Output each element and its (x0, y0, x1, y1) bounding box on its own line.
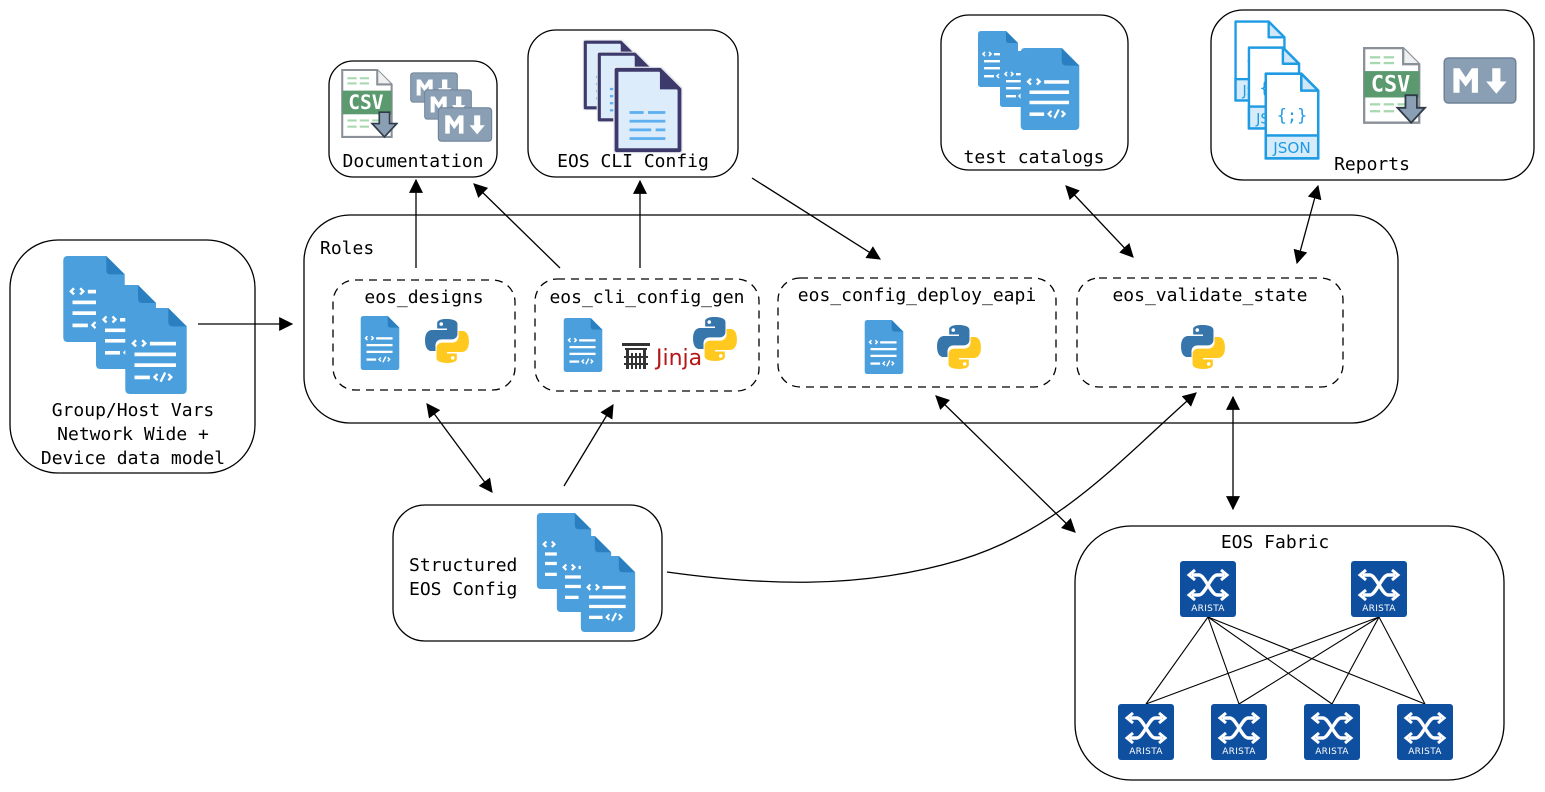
fabric-link-spine2-leaf1 (1145, 616, 1380, 705)
eos-cli-config-node[interactable]: EOS CLI Config (527, 29, 739, 178)
role-eos-designs[interactable]: eos_designs (332, 279, 516, 391)
group-host-vars-line-2: Network Wide + (57, 424, 209, 445)
roles-container: Roles (303, 214, 1399, 424)
role-eos-cli-config-gen[interactable]: eos_cli_config_gen Jinja (534, 278, 760, 392)
fabric-link-spine1-leaf1 (1145, 616, 1209, 705)
code-file-icon (123, 308, 189, 394)
eos-fabric-label: EOS Fabric (1221, 532, 1329, 553)
role-label: eos_cli_config_gen (549, 287, 744, 308)
structured-config-line-2: EOS Config (409, 579, 517, 600)
arista-switch-icon-leaf-4[interactable] (1397, 704, 1453, 760)
structured-config-node[interactable]: Structured EOS Config (392, 504, 663, 642)
fabric-link-spine1-leaf4 (1207, 616, 1426, 705)
jinja-icon: Jinja (622, 343, 702, 371)
reports-label: Reports (1334, 154, 1410, 175)
fabric-link-spine2-leaf2 (1238, 616, 1380, 705)
eos-cli-config-label: EOS CLI Config (557, 151, 709, 172)
arista-switch-icon-spine-2[interactable] (1351, 561, 1407, 617)
edge-reports-validate (1293, 184, 1322, 265)
test-catalogs-node[interactable]: test catalogs (940, 14, 1129, 171)
edge-cliconfig-to-deploy (751, 177, 881, 260)
markdown-icon (437, 107, 493, 142)
documentation-node[interactable]: Documentation (328, 60, 498, 178)
edge-catalogs-validate (1065, 185, 1134, 258)
edges (198, 177, 1322, 583)
group-host-vars-node[interactable]: Group/Host Vars Network Wide + Device da… (9, 239, 256, 474)
jinja-text: Jinja (654, 346, 702, 371)
fabric-link-spine2-leaf3 (1331, 616, 1380, 705)
edge-structured-validate (666, 392, 1197, 583)
arista-switch-icon-leaf-3[interactable] (1304, 704, 1360, 760)
arista-switch-icon-spine-1[interactable] (1180, 561, 1236, 617)
code-file-icon (864, 320, 904, 374)
csv-file-icon (1362, 47, 1427, 125)
edge-cligen-to-docs (473, 183, 561, 269)
role-eos-config-deploy-eapi[interactable]: eos_config_deploy_eapi (777, 277, 1057, 388)
code-file-icon (1020, 48, 1080, 130)
role-label: eos_validate_state (1112, 285, 1307, 306)
reports-node[interactable]: Reports (1210, 9, 1535, 181)
roles-title: Roles (320, 238, 374, 259)
code-file-icon (580, 556, 636, 632)
config-file-icon (611, 64, 685, 156)
edge-designs-structured (426, 403, 493, 493)
code-file-icon (563, 318, 603, 372)
arista-switch-icon-leaf-2[interactable] (1211, 704, 1267, 760)
code-file-icon (360, 316, 400, 370)
csv-file-icon (341, 69, 398, 138)
eos-fabric-node[interactable]: EOS Fabric (1074, 525, 1505, 781)
json-file-icon (1264, 72, 1320, 160)
fabric-link-spine1-leaf3 (1207, 616, 1333, 705)
role-label: eos_designs (364, 287, 483, 308)
arista-switch-icon-leaf-1[interactable] (1118, 704, 1174, 760)
role-label: eos_config_deploy_eapi (798, 285, 1036, 306)
test-catalogs-label: test catalogs (964, 147, 1105, 168)
markdown-icon (1443, 57, 1517, 104)
group-host-vars-line-1: Group/Host Vars (52, 400, 215, 421)
edge-deploy-fabric (935, 395, 1076, 533)
structured-config-line-1: Structured (409, 555, 517, 576)
role-eos-validate-state[interactable]: eos_validate_state (1076, 277, 1344, 388)
fabric-links (1145, 616, 1426, 705)
documentation-label: Documentation (343, 151, 484, 172)
group-host-vars-line-3: Device data model (41, 448, 225, 469)
fabric-link-spine2-leaf4 (1378, 616, 1426, 705)
fabric-link-spine1-leaf2 (1207, 616, 1240, 705)
edge-structured-cligen (563, 404, 614, 487)
